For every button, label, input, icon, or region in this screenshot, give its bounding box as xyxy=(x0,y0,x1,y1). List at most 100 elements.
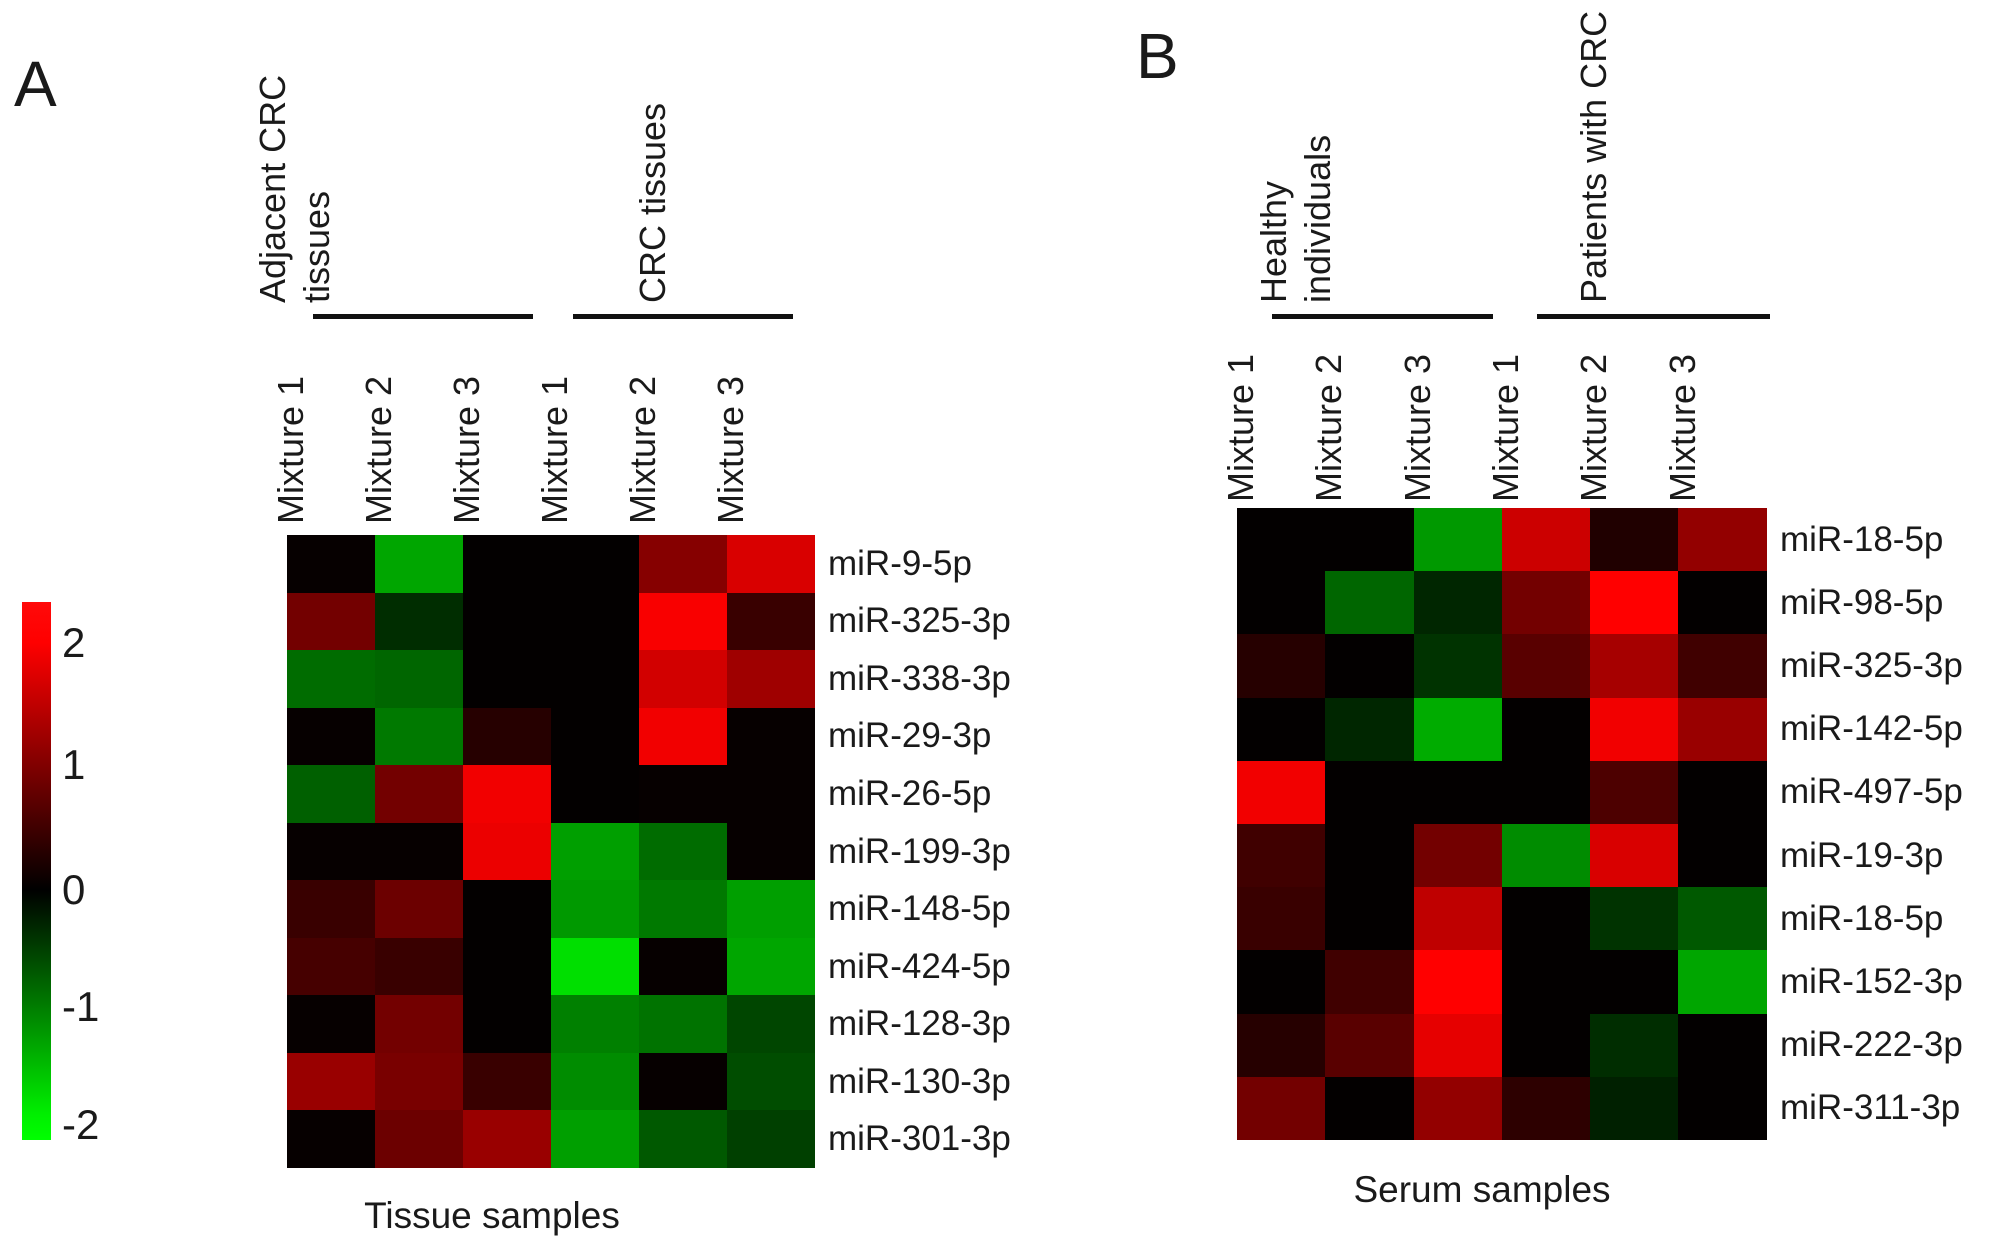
column-label-b-1: Mixture 1 xyxy=(1220,353,1262,502)
heatmap-cell-a-r11-c4 xyxy=(551,1110,639,1169)
column-label-b-6: Mixture 3 xyxy=(1661,353,1703,502)
group-label-line: CRC tissues xyxy=(632,102,673,303)
column-label-a-6: Mixture 3 xyxy=(710,375,751,524)
heatmap-cell-a-r1-c4 xyxy=(551,535,639,593)
colorbar-tick-label: 1 xyxy=(62,741,86,788)
heatmap-cell-a-r3-c2 xyxy=(375,650,463,708)
heatmap-cell-a-r5-c6 xyxy=(727,765,815,823)
heatmap-cell-a-r11-c3 xyxy=(463,1110,551,1169)
row-label-b-5: miR-497-5p xyxy=(1780,772,1963,812)
colorbar-tick-label: 2 xyxy=(62,619,86,666)
column-label-a-4: Mixture 1 xyxy=(534,375,575,524)
heatmap-cell-a-r4-c6 xyxy=(727,707,815,766)
heatmap-cell-a-r7-c6 xyxy=(727,880,815,938)
group-underline-a-2 xyxy=(573,314,793,319)
heatmap-cell-a-r3-c6 xyxy=(727,650,815,708)
group-label-a-2: CRC tissues xyxy=(631,103,675,303)
row-label-a-3: miR-338-3p xyxy=(828,658,1011,698)
heatmap-cell-b-r10-c5 xyxy=(1590,1076,1679,1140)
heatmap-cell-b-r9-c4 xyxy=(1501,1013,1591,1077)
column-label-b-5: Mixture 2 xyxy=(1573,353,1615,502)
heatmap-cell-b-r4-c5 xyxy=(1590,697,1679,761)
heatmap-cell-b-r5-c4 xyxy=(1501,760,1591,824)
heatmap-cell-a-r10-c6 xyxy=(727,1052,815,1111)
heatmap-cell-a-r4-c2 xyxy=(375,707,463,766)
heatmap-cell-b-r7-c4 xyxy=(1501,887,1591,951)
heatmap-cell-a-r8-c3 xyxy=(463,937,551,996)
heatmap-cell-a-r1-c6 xyxy=(727,535,815,593)
heatmap-cell-a-r2-c3 xyxy=(463,592,551,651)
panel-b-axis-label: Serum samples xyxy=(1353,1169,1611,1210)
heatmap-cell-a-r9-c1 xyxy=(287,995,375,1053)
heatmap-cell-b-r3-c4 xyxy=(1501,634,1591,698)
heatmap-cell-a-r3-c4 xyxy=(551,650,639,708)
heatmap-cell-a-r5-c2 xyxy=(375,765,463,823)
heatmap-cell-b-r4-c6 xyxy=(1678,697,1767,761)
panel-a-axis-label: Tissue samples xyxy=(364,1195,620,1236)
heatmap-cell-b-r6-c5 xyxy=(1590,824,1679,888)
heatmap-cell-b-r7-c5 xyxy=(1590,887,1679,951)
heatmap-cell-a-r6-c3 xyxy=(463,822,551,881)
heatmap-cell-b-r10-c6 xyxy=(1678,1076,1767,1140)
heatmap-cell-b-r8-c2 xyxy=(1325,950,1414,1014)
heatmap-cell-a-r7-c1 xyxy=(287,880,375,938)
heatmap-cell-b-r1-c6 xyxy=(1678,508,1767,572)
group-label-line: Patients with CRC xyxy=(1573,10,1614,303)
colorbar-tick-label: 0 xyxy=(62,866,86,913)
heatmap-cell-b-r7-c1 xyxy=(1237,887,1326,951)
column-label-a-5: Mixture 2 xyxy=(622,375,663,524)
heatmap-cell-a-r1-c1 xyxy=(287,535,375,593)
row-label-a-4: miR-29-3p xyxy=(828,716,992,756)
row-label-a-8: miR-424-5p xyxy=(828,946,1011,986)
heatmap-cell-b-r2-c3 xyxy=(1413,571,1502,635)
heatmap-cell-a-r11-c5 xyxy=(639,1110,727,1169)
heatmap-cell-a-r11-c2 xyxy=(375,1110,463,1169)
heatmap-b xyxy=(1237,508,1767,1140)
row-label-a-2: miR-325-3p xyxy=(828,601,1011,641)
heatmap-a xyxy=(287,535,815,1169)
row-label-b-8: miR-152-3p xyxy=(1780,962,1963,1001)
heatmap-cell-b-r6-c6 xyxy=(1678,824,1767,888)
heatmap-cell-a-r4-c4 xyxy=(551,707,639,766)
heatmap-cell-a-r6-c4 xyxy=(551,822,639,881)
heatmap-cell-b-r3-c3 xyxy=(1413,634,1502,698)
heatmap-cell-a-r9-c4 xyxy=(551,995,639,1053)
heatmap-cell-b-r2-c4 xyxy=(1501,571,1591,635)
heatmap-cell-b-r6-c2 xyxy=(1325,824,1414,888)
heatmap-cell-a-r5-c1 xyxy=(287,765,375,823)
heatmap-cell-b-r2-c6 xyxy=(1678,571,1767,635)
heatmap-cell-a-r10-c2 xyxy=(375,1052,463,1111)
heatmap-cell-a-r6-c1 xyxy=(287,822,375,881)
row-label-a-5: miR-26-5p xyxy=(828,773,992,813)
heatmap-cell-a-r2-c6 xyxy=(727,592,815,651)
heatmap-cell-a-r5-c3 xyxy=(463,765,551,823)
heatmap-cell-a-r6-c6 xyxy=(727,822,815,881)
heatmap-cell-b-r5-c2 xyxy=(1325,760,1414,824)
heatmap-cell-a-r8-c6 xyxy=(727,937,815,996)
group-label-b-2: Patients with CRC xyxy=(1572,11,1616,303)
column-label-b-3: Mixture 3 xyxy=(1396,353,1438,502)
heatmap-cell-a-r7-c5 xyxy=(639,880,727,938)
row-label-a-9: miR-128-3p xyxy=(828,1004,1011,1044)
heatmap-cell-b-r4-c2 xyxy=(1325,697,1414,761)
heatmap-cell-b-r5-c6 xyxy=(1678,760,1767,824)
heatmap-cell-b-r1-c2 xyxy=(1325,508,1414,572)
heatmap-cell-a-r9-c5 xyxy=(639,995,727,1053)
heatmap-cell-b-r10-c1 xyxy=(1237,1076,1326,1140)
heatmap-cell-a-r7-c3 xyxy=(463,880,551,938)
heatmap-cell-b-r7-c6 xyxy=(1678,887,1767,951)
heatmap-cell-a-r1-c2 xyxy=(375,535,463,593)
group-underline-a-1 xyxy=(313,314,533,319)
heatmap-cell-b-r9-c1 xyxy=(1237,1013,1326,1077)
heatmap-cell-b-r4-c3 xyxy=(1413,697,1502,761)
heatmap-cell-b-r3-c1 xyxy=(1237,634,1326,698)
group-underline-b-1 xyxy=(1272,314,1493,319)
column-label-b-2: Mixture 2 xyxy=(1308,353,1350,502)
heatmap-cell-a-r9-c6 xyxy=(727,995,815,1053)
heatmap-cell-a-r6-c2 xyxy=(375,822,463,881)
heatmap-cell-b-r9-c3 xyxy=(1413,1013,1502,1077)
heatmap-cell-b-r10-c2 xyxy=(1325,1076,1414,1140)
heatmap-cell-a-r4-c1 xyxy=(287,707,375,766)
heatmap-cell-a-r10-c5 xyxy=(639,1052,727,1111)
